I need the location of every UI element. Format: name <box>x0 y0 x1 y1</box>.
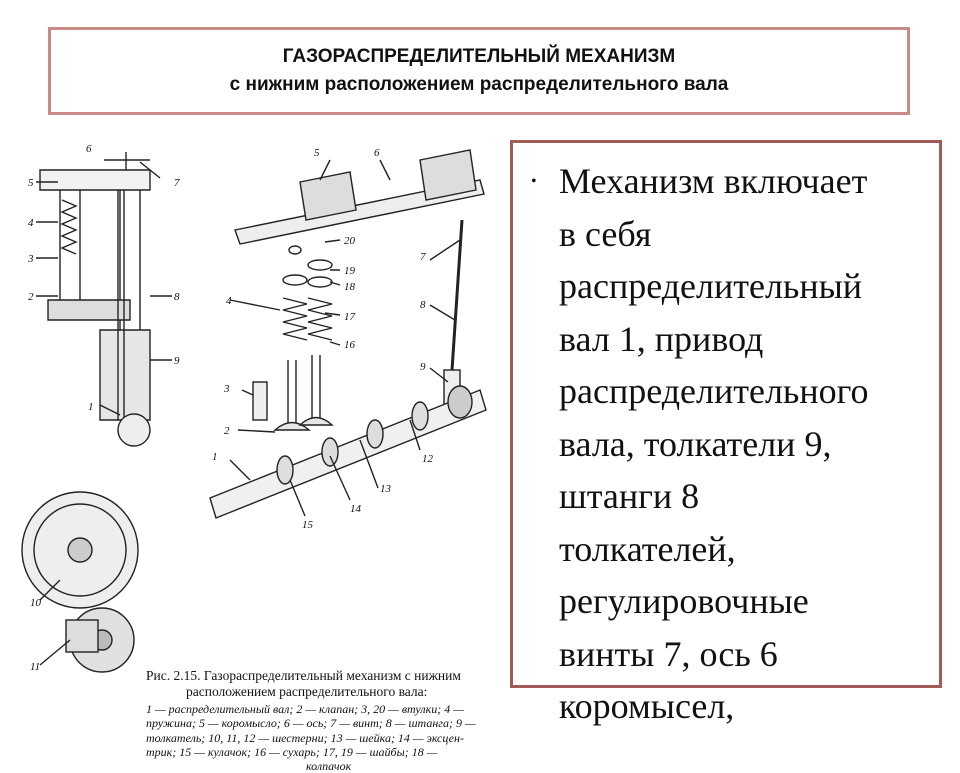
title-line-1: ГАЗОРАСПРЕДЕЛИТЕЛЬНЫЙ МЕХАНИЗМ <box>282 46 676 67</box>
part-label-9: 9 <box>174 355 180 367</box>
part-label-7b: 7 <box>420 251 426 263</box>
bullet-dot: • <box>531 173 537 190</box>
bullet-line: вала, толкатели 9, <box>559 423 832 464</box>
legend-line: трик; 15 — кулачок; 16 — сухарь; 17, 19 … <box>146 744 438 759</box>
part-label-13: 13 <box>380 483 392 495</box>
part-label-1: 1 <box>88 401 94 413</box>
bullet-line: толкателей, <box>559 528 736 569</box>
legend-line: толкатель; 10, 11, 12 — шестерни; 13 — ш… <box>146 730 464 745</box>
bullet-line: в себя <box>559 213 652 254</box>
part-label-17: 17 <box>344 311 356 323</box>
part-label-16: 16 <box>344 339 356 351</box>
bullet-line: Механизм включает <box>559 161 868 201</box>
part-label-15: 15 <box>302 519 314 531</box>
legend-line: пружина; 5 — коромысло; 6 — ось; 7 — вин… <box>146 716 476 731</box>
part-label-20: 20 <box>344 235 356 247</box>
part-label-9b: 9 <box>420 361 426 373</box>
part-label-18: 18 <box>344 281 356 293</box>
part-label-4: 4 <box>28 217 34 229</box>
legend-line: 1 — распределительный вал; 2 — клапан; 3… <box>146 702 464 716</box>
part-label-11: 11 <box>30 661 40 673</box>
legend-line: колпачок <box>306 759 352 773</box>
bullet-line: регулировочные <box>559 581 809 621</box>
part-label-2b: 2 <box>224 425 230 437</box>
part-label-3: 3 <box>27 253 34 265</box>
part-label-12: 12 <box>422 453 434 465</box>
bullet-line: вал 1, привод <box>559 318 764 359</box>
description-box: • Механизм включает в себя распределител… <box>510 140 942 726</box>
part-label-8b: 8 <box>420 299 426 311</box>
bullet-text: Механизм включает в себя распределительн… <box>559 155 939 733</box>
part-label-6: 6 <box>86 143 92 155</box>
part-label-7: 7 <box>174 177 180 189</box>
part-label-1b: 1 <box>212 451 218 463</box>
bullet-line: штанги 8 <box>559 476 700 516</box>
part-label-19: 19 <box>344 265 356 277</box>
part-label-5b: 5 <box>314 147 320 159</box>
part-label-3b: 3 <box>223 383 230 395</box>
caption-line: расположением распределительного вала: <box>186 684 428 699</box>
bullet-line: распределительный <box>559 266 863 306</box>
part-label-10: 10 <box>30 597 42 609</box>
bullet-line: винты 7, ось 6 <box>559 633 778 674</box>
part-label-14: 14 <box>350 503 362 515</box>
part-label-5: 5 <box>28 177 34 189</box>
part-label-6b: 6 <box>374 147 380 159</box>
title-box: ГАЗОРАСПРЕДЕЛИТЕЛЬНЫЙ МЕХАНИЗМ с нижним … <box>48 27 910 115</box>
title-line-2: с нижним расположением распределительног… <box>229 74 729 95</box>
figure-caption: Рис. 2.15. Газораспределительный механиз… <box>146 668 506 773</box>
part-label-2: 2 <box>28 291 34 303</box>
bullet-line: коромысел, <box>559 686 735 726</box>
part-label-4b: 4 <box>226 295 232 307</box>
mechanism-figure: 5 4 3 2 6 7 8 9 1 5 6 20 19 18 17 16 4 3… <box>0 120 505 773</box>
part-label-8: 8 <box>174 291 180 303</box>
caption-line: Рис. 2.15. Газораспределительный механиз… <box>146 668 461 683</box>
bullet-line: распределительного <box>559 371 869 411</box>
mechanism-drawing: 5 4 3 2 6 7 8 9 1 5 6 20 19 18 17 16 4 3… <box>21 143 487 673</box>
